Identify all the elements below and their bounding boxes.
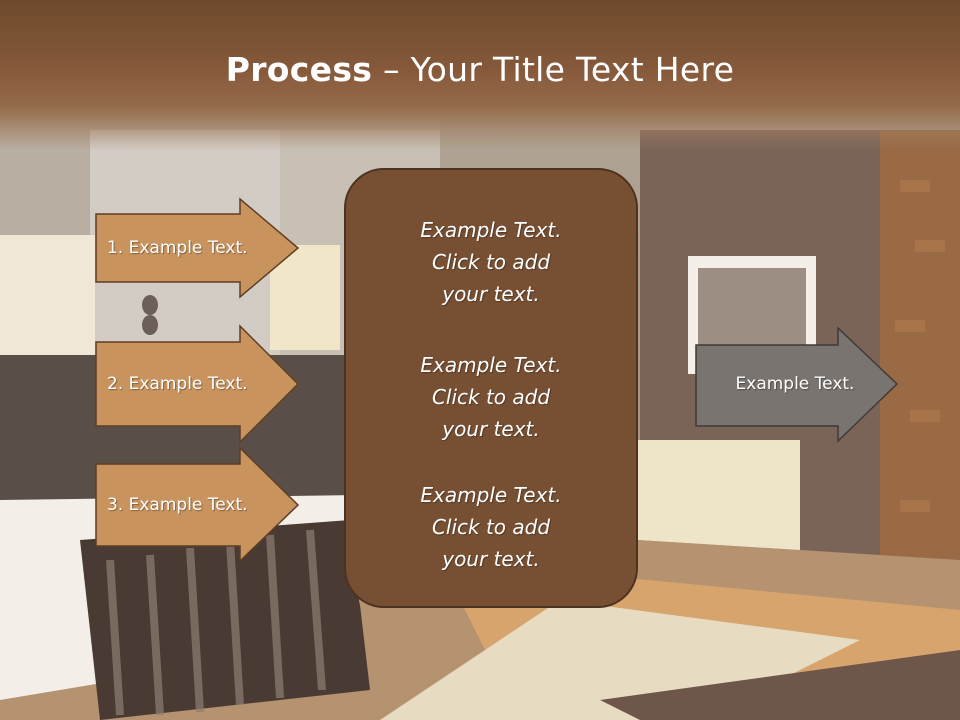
step-label: 3. Example Text.	[107, 495, 248, 515]
step-arrow-2[interactable]: 2. Example Text.	[95, 324, 300, 444]
title-bold-word: Process	[225, 50, 373, 89]
panel-text-block-3[interactable]: Example Text. Click to add your text.	[420, 483, 562, 571]
title-bar	[0, 0, 960, 150]
right-arrow-shape	[95, 446, 300, 563]
right-arrow-shape	[95, 197, 300, 299]
center-text-panel[interactable]: Example Text. Click to add your text. Ex…	[344, 168, 638, 608]
result-label: Example Text.	[735, 374, 855, 394]
result-arrow[interactable]: Example Text.	[695, 327, 900, 443]
step-arrow-3[interactable]: 3. Example Text.	[95, 446, 300, 563]
slide-title[interactable]: Process – Your Title Text Here	[0, 50, 960, 89]
right-arrow-shape	[95, 324, 300, 444]
step-label: 2. Example Text.	[107, 374, 248, 394]
right-arrow-shape	[695, 327, 899, 443]
title-rest: – Your Title Text Here	[372, 50, 735, 89]
step-arrow-1[interactable]: 1. Example Text.	[95, 197, 300, 299]
step-label: 1. Example Text.	[107, 238, 248, 258]
panel-text-block-1[interactable]: Example Text. Click to add your text.	[420, 218, 562, 306]
panel-text-block-2[interactable]: Example Text. Click to add your text.	[420, 353, 562, 441]
